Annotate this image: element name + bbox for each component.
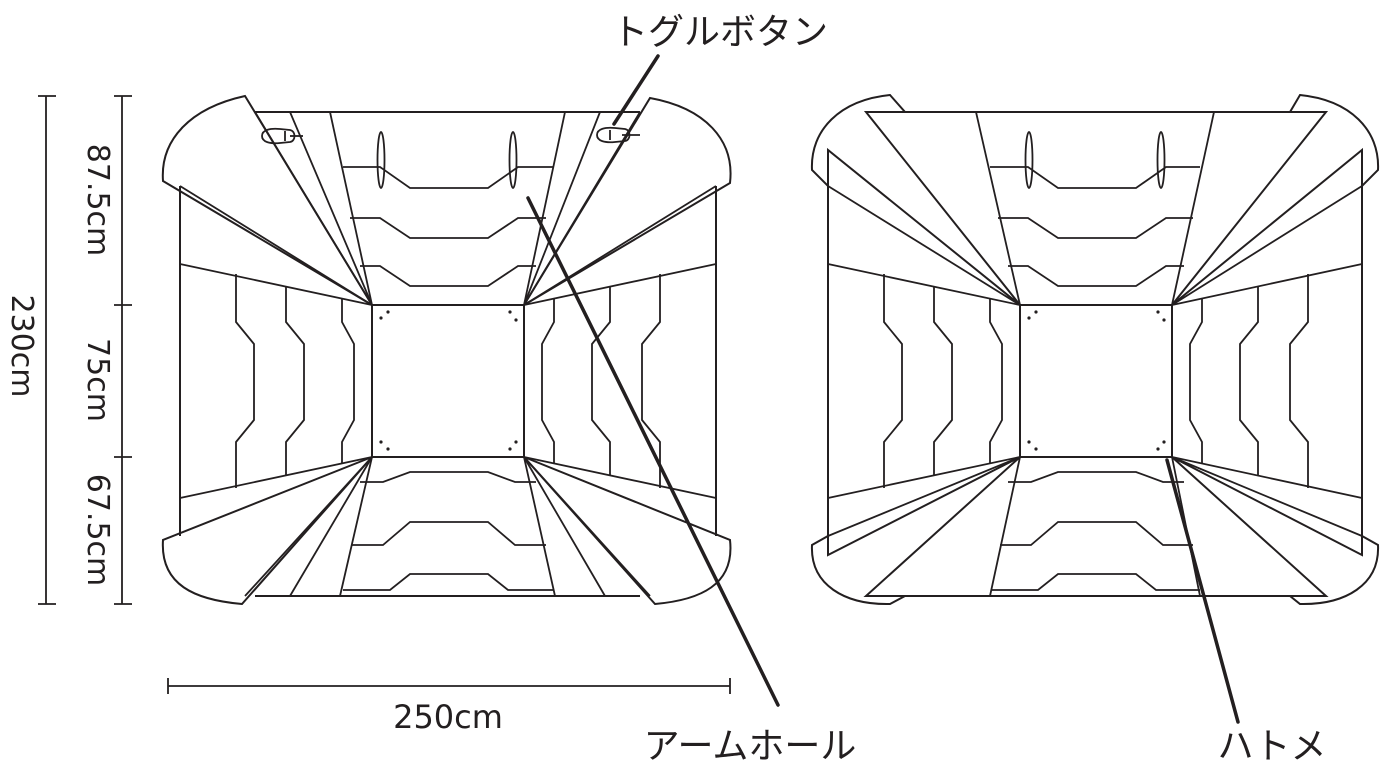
left-garment: [161, 94, 732, 606]
width-label: 250cm: [393, 698, 503, 736]
dimension-lines: [38, 95, 731, 694]
toggle-button-icon: [261, 127, 303, 145]
arm-hole-left-a: [376, 131, 386, 189]
arm-hole-right-b: [1156, 131, 1166, 189]
center-panel: [371, 304, 525, 458]
total-height-label: 230cm: [4, 295, 39, 398]
arm-hole-left-b: [508, 131, 518, 189]
arm-hole-label: アームホール: [644, 726, 857, 764]
toggle-button-icon: [596, 126, 640, 144]
right-garment: [810, 93, 1380, 606]
section-bottom-label: 67.5cm: [80, 474, 115, 587]
center-panel: [1019, 304, 1173, 458]
callout-lines: [526, 54, 1240, 724]
section-middle-label: 75cm: [80, 338, 115, 422]
arm-hole-right-a: [1024, 131, 1034, 189]
toggle-button-label: トグルボタン: [612, 12, 828, 53]
section-top-label: 87.5cm: [80, 144, 115, 257]
grommet-label: ハトメ: [1217, 726, 1326, 764]
